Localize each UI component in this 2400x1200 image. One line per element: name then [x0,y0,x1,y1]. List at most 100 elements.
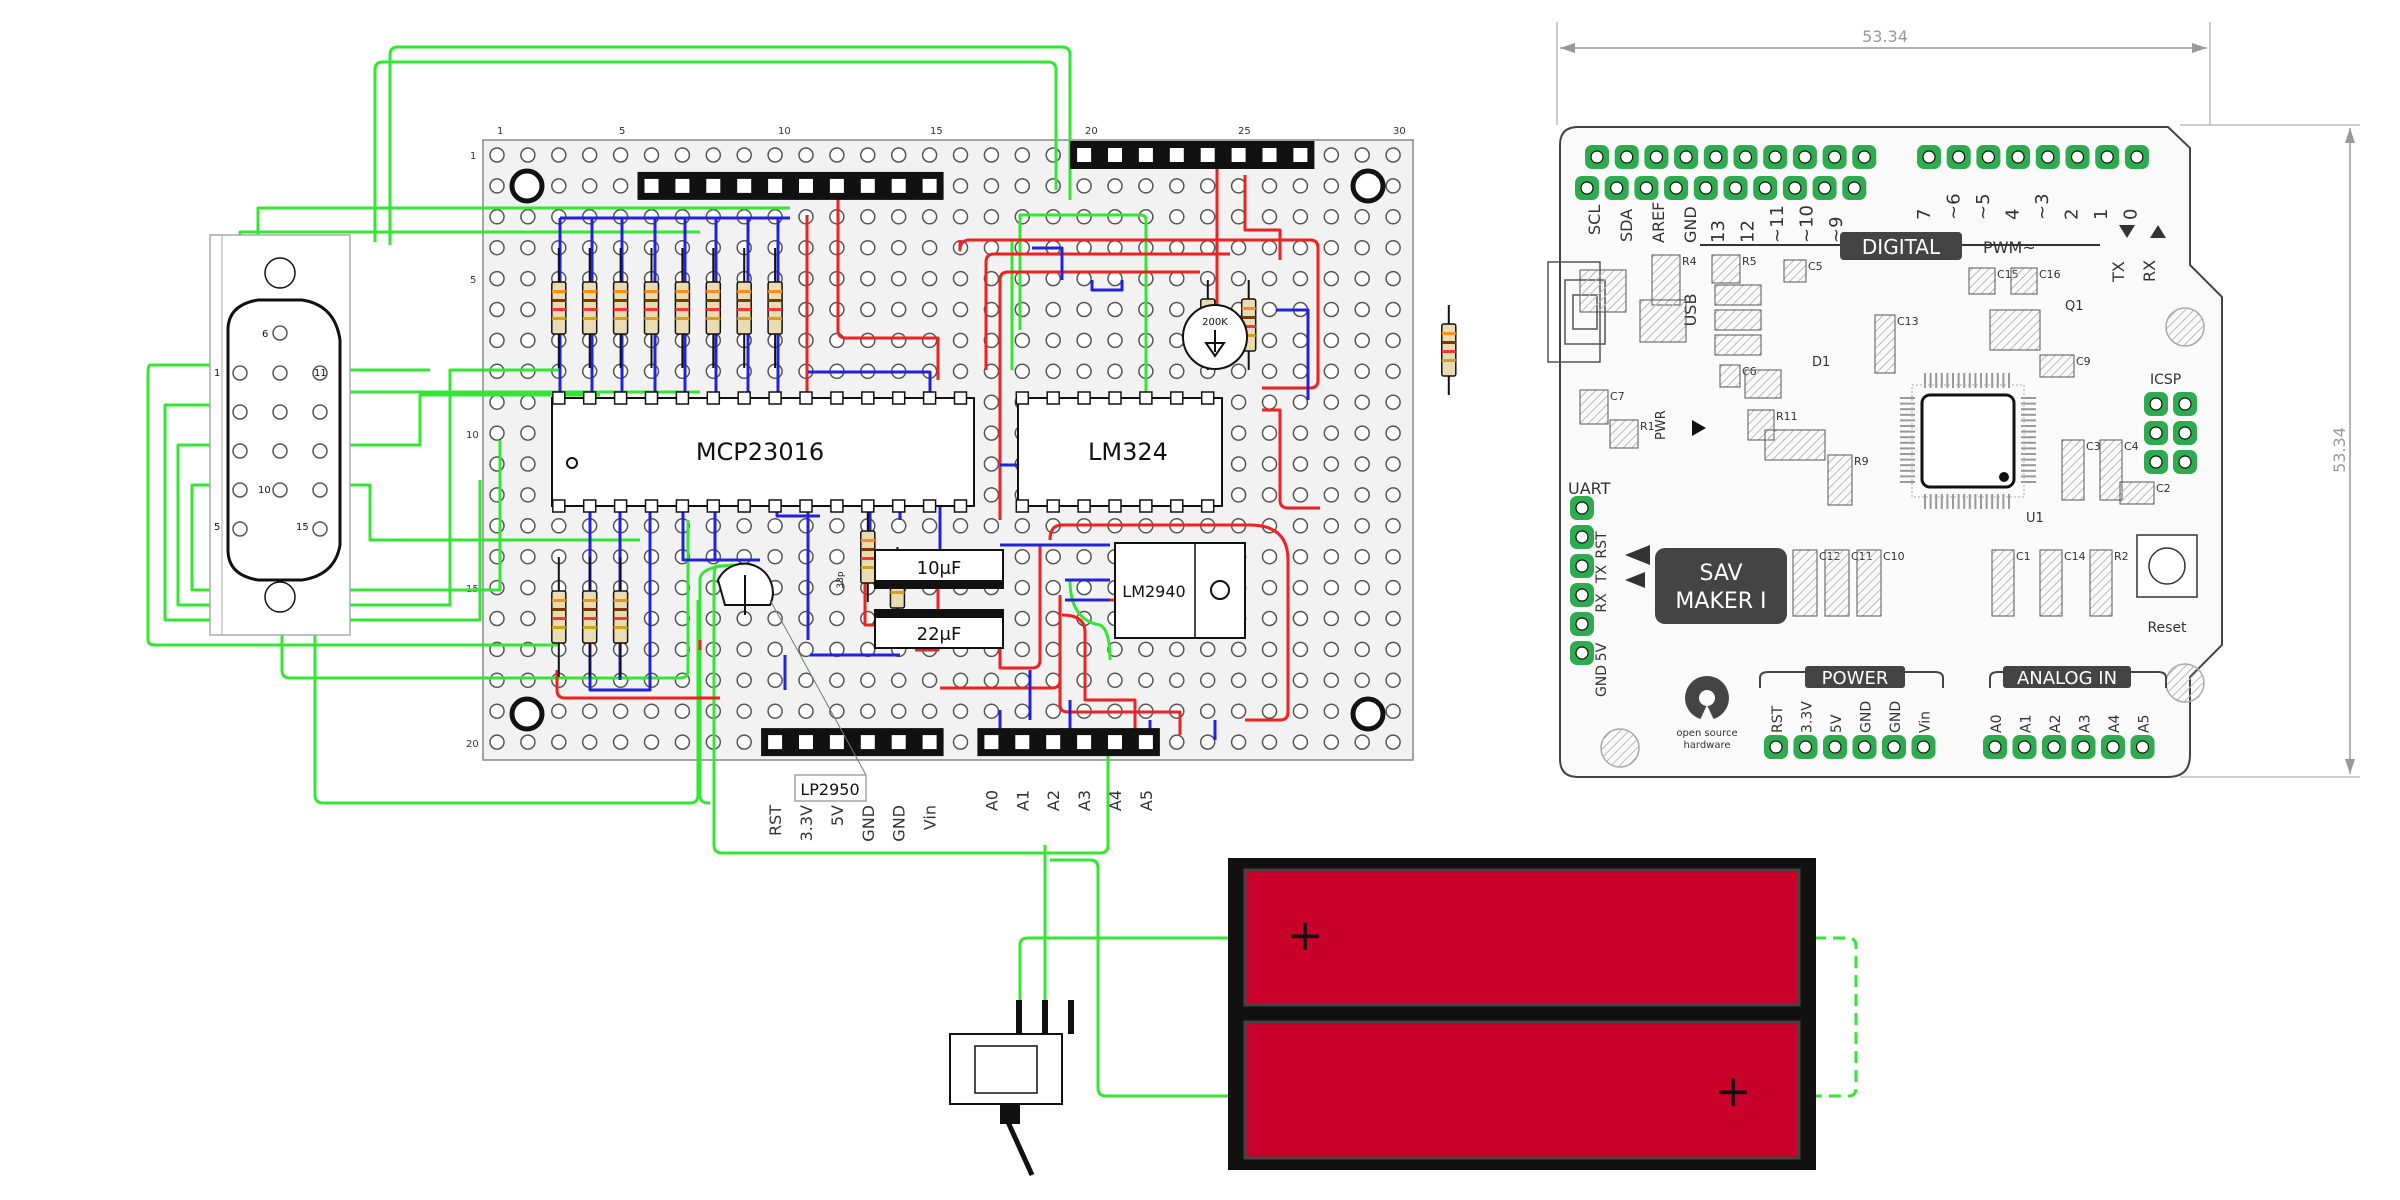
stripboard-hole [1261,734,1278,750]
stripboard-hole [798,641,814,658]
capacitor-22uf: 22μF [874,609,1004,649]
stripboard-hole [1169,332,1185,349]
stripboard-hole [1045,610,1061,627]
green-wire [280,520,690,680]
header-pin [644,178,659,193]
stripboard-hole [921,301,938,318]
stripboard-hole [1076,301,1092,318]
stripboard-hole [860,270,876,287]
stripboard-hole [1385,641,1401,658]
stripboard-hole [890,332,907,349]
stripboard-hole [860,610,876,627]
resistor [767,248,783,368]
stripboard-hole [1199,209,1216,225]
stripboard-hole [890,301,907,318]
ic-pins [552,391,1215,513]
ic-mcp23016: MCP23016 [551,397,975,507]
stripboard-hole [520,301,536,318]
stripboard-hole [1230,672,1247,689]
stripboard-hole [829,518,845,534]
red-wire [836,185,940,380]
row-label-1: 1 [470,151,476,162]
digital-pin-label: 4 [2003,209,2024,220]
stripboard-hole [1107,363,1123,380]
header-pin [1108,148,1122,162]
ic-pin [1170,391,1184,405]
stripboard-hole [1076,579,1092,596]
stripboard-hole [1385,178,1401,194]
label-gnd: GND [1681,206,1700,243]
stripboard-hole [860,239,876,256]
smd-label: C1 [2016,550,2031,563]
header-pin [922,178,937,193]
stripboard-hole [1385,147,1401,163]
arduino-pin [1585,145,1609,169]
smd-component: C1 [1991,549,2031,617]
stripboard-hole [983,394,1000,410]
stripboard-hole [952,703,969,719]
bottom-header-label: 3.3V [797,805,816,841]
db15-pin [312,521,328,537]
stripboard-hole [983,178,1000,194]
ic-pin [799,499,813,513]
arduino-mount-hole [2165,663,2205,703]
stripboard-hole [489,239,505,256]
stripboard-hole [890,270,907,287]
ic-pin [1139,499,1153,513]
header-pin [1077,735,1092,750]
stripboard-hole [890,147,907,163]
arduino-pin [1976,145,2001,169]
stripboard-hole [1323,548,1340,565]
stripboard-hole [1261,270,1278,287]
ic-pin [1077,391,1091,405]
stripboard-hole [1138,672,1154,689]
ic-pin [1139,391,1153,405]
ic-pin [737,391,751,405]
stripboard-hole [612,147,629,163]
stripboard-hole [983,363,1000,380]
header-pin [891,178,906,193]
stripboard-hole [1261,178,1278,194]
reset-label: Reset [2147,620,2187,636]
header-pin [1200,148,1215,162]
stripboard-hole [983,672,1000,689]
smd-component: R4 [1651,254,1697,306]
ic-pin [1200,391,1215,405]
stripboard-hole [1107,332,1123,349]
stripboard-hole [1323,425,1340,441]
stripboard-hole [921,239,938,256]
stripboard-hole [581,178,598,194]
power-pin-label: 5V [1829,714,1845,733]
stripboard-hole [829,703,845,719]
stripboard-hole [489,147,505,163]
uart-header [1570,496,1594,665]
label-aref: AREF [1649,202,1668,243]
resistor [643,248,660,368]
smd-label: R4 [1682,255,1697,268]
arduino-pin [1852,735,1877,759]
stripboard-hole [1354,548,1370,565]
stripboard-hole [1261,487,1278,503]
stripboard-hole [1323,394,1340,410]
pwr-label: PWR [1654,410,1669,440]
ic-pin [1077,499,1091,513]
header-pin [1169,148,1184,162]
arduino-pin [1723,176,1748,200]
stripboard-hole [1385,301,1401,318]
header-pin [1262,148,1277,162]
icsp-header [2144,392,2197,474]
power-pin-label: 3.3V [1800,701,1816,733]
col-label-25: 25 [1238,126,1251,137]
arduino-board: 53.34 53.34 USB C15C16C5C13C9C6C3C4C2C12… [1547,22,2360,778]
stripboard-hole [1076,548,1092,565]
stripboard-hole [1230,703,1247,719]
stripboard-hole [1292,394,1309,410]
smd-component [1744,369,1782,399]
header-pin [829,178,844,193]
stripboard-hole [1385,394,1401,410]
digital-pin-label: 7 [1914,209,1935,220]
ic-pin [582,499,597,513]
stripboard-hole [1261,703,1278,719]
ic-pin [675,391,690,405]
